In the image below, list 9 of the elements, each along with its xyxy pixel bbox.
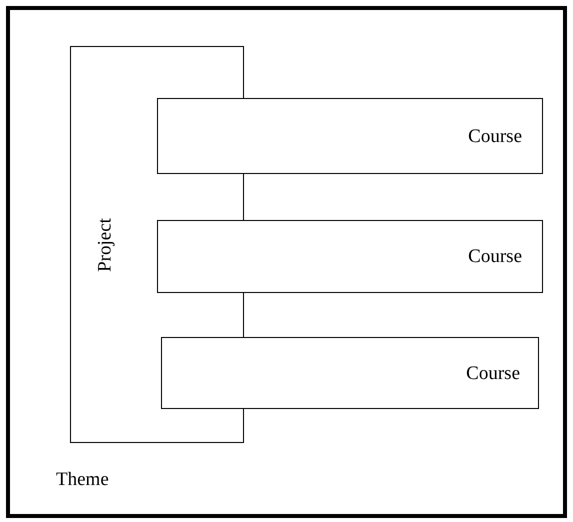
rectangle-box xyxy=(161,337,539,409)
rectangle-box xyxy=(157,220,543,293)
box-label: Course xyxy=(468,127,522,146)
box-label: Theme xyxy=(56,470,109,489)
box-label: Course xyxy=(466,364,520,383)
box-label: Course xyxy=(468,247,522,266)
frame-box xyxy=(6,6,567,518)
rectangle-box xyxy=(157,98,543,174)
box-label: Project xyxy=(96,218,114,272)
